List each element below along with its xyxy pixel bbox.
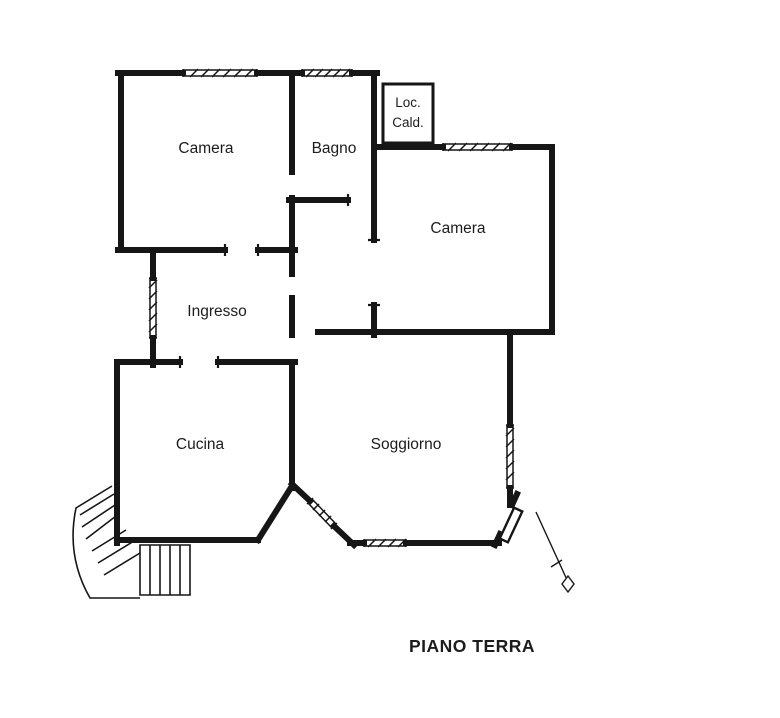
- window-camera-2-top: [442, 142, 513, 152]
- staircase-steps: [139, 544, 191, 596]
- walls: [114, 70, 555, 550]
- window-soggiorno-right: [505, 424, 515, 489]
- door-jambs: [178, 194, 380, 368]
- door-jambs-path: [178, 194, 380, 368]
- room-label-cucina: Cucina: [176, 436, 225, 453]
- exterior-staircase: [72, 485, 191, 599]
- walls-path: [114, 70, 555, 550]
- room-label-ingresso: Ingresso: [187, 303, 246, 320]
- room-label-soggiorno: Soggiorno: [371, 436, 442, 453]
- window-ingresso-left: [148, 277, 158, 339]
- room-label-loc-cald-line2: Cald.: [392, 115, 424, 130]
- window-camera-1-top: [182, 68, 258, 78]
- room-label-loc-cald-line1: Loc.: [395, 95, 421, 110]
- plan-title: PIANO TERRA: [409, 636, 535, 656]
- room-label-camera-2: Camera: [430, 220, 486, 237]
- window-bagno-top: [301, 68, 353, 78]
- window-soggiorno-diagonal: [306, 497, 338, 530]
- boiler-room-box: [381, 82, 435, 145]
- room-labels: Camera Bagno Camera Ingresso Cucina Sogg…: [176, 95, 486, 453]
- entrance-door-leaf: [498, 506, 524, 544]
- windows: [148, 68, 515, 548]
- staircase-hatch: [79, 493, 141, 576]
- room-label-camera-1: Camera: [178, 140, 234, 157]
- entrance-direction-arrow: [535, 511, 569, 583]
- entrance-arrow-end-marker: [561, 574, 575, 594]
- entrance-door: [498, 506, 575, 594]
- window-soggiorno-bottom: [363, 538, 407, 548]
- room-label-bagno: Bagno: [312, 140, 357, 157]
- staircase-outer-edge: [72, 485, 140, 599]
